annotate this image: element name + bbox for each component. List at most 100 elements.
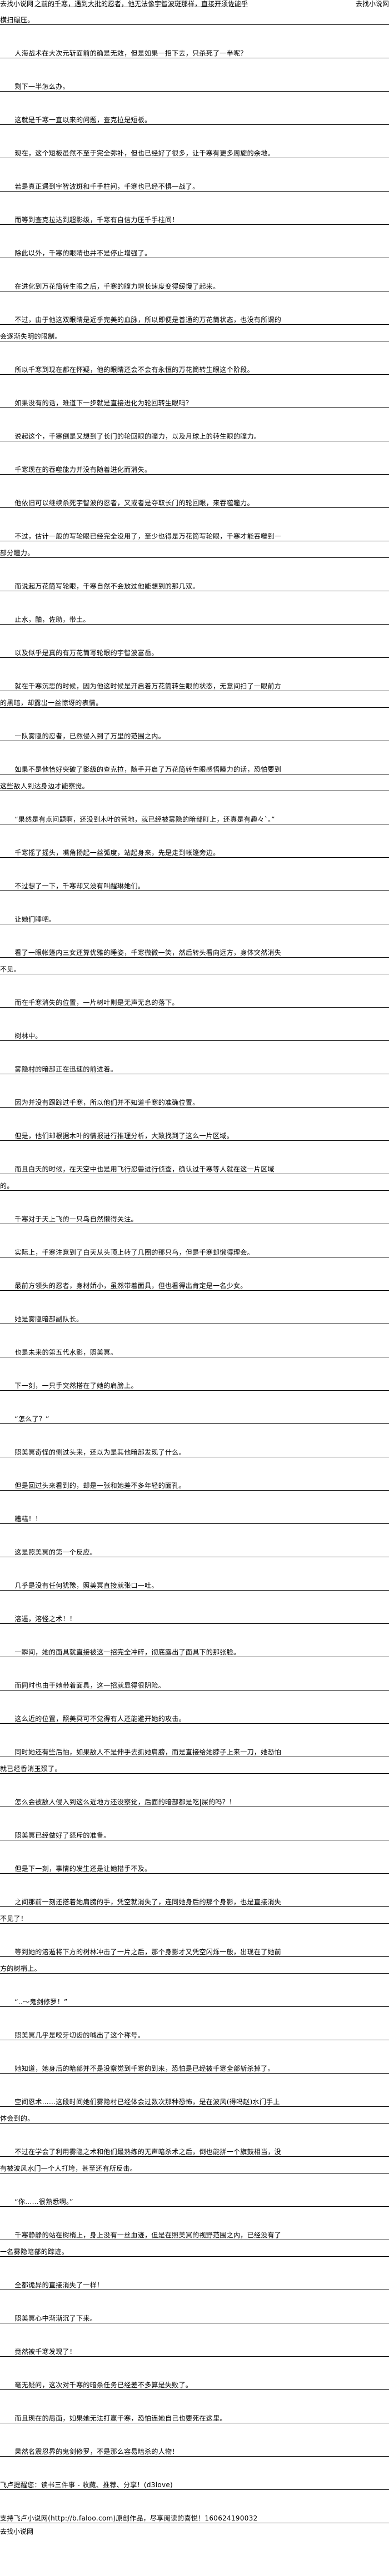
paragraph: 而等到查克拉达到超影级，千寒有自信力压千手柱间！ [0,208,389,225]
paragraph: 几乎是没有任何犹豫，照美冥直接就张口一吐。 [0,1574,389,1591]
paragraph: 实际上，千寒注意到了白天从头顶上转了几圈的那只鸟，但是千寒却懒得理会。 [0,1241,389,1257]
paragraph: 千寒现在的吞噬能力并没有随着进化而消失。 [0,458,389,475]
paragraph: 糟糕！！ [0,1507,389,1524]
chapter-body: 人海战术在大次元斩面前的确是无效，但是如果一招下去，只杀死了一半呢？ 剩下一半怎么… [0,42,389,2457]
paragraph-text: 而且现在的局面，如果她无法打赢千寒，恐怕连她自己也要死在这里。 [14,2414,227,2422]
paragraph: 空间忍术……这段时间她们雾隐村已经体会过数次那种恐怖，是在波风(得吗赵)水门手上… [0,2090,389,2124]
paragraph-text: 不过，估计一般的写轮眼已经完全没用了，至少也得是万花筒写轮眼，千寒才能吞噬到一部… [0,532,282,557]
paragraph-text: 如果不是他恰好突破了影级的查克拉，随手开启了万花筒转生眼感悟瞳力的话，恐怕要到这… [0,766,282,790]
paragraph: 照美冥奇怪的侧过头来，还以为是其他暗部发现了什么。 [0,1441,389,1457]
paragraph-text: 溶遁，溶怪之术！！ [14,1615,77,1623]
header-continuation: 横扫碾压。 [0,8,389,25]
paragraph-text: 让她们睡吧。 [14,915,56,923]
paragraph: 说起这个，千寒倒是又想到了长门的轮回眼的瞳力，以及月球上的转生眼的瞳力。 [0,425,389,441]
paragraph: 这么近的位置，照美冥可不觉得有人还能避开她的攻击。 [0,1707,389,1724]
paragraph-text: 而在千寒消失的位置，一片树叶则是无声无息的落下。 [14,999,179,1007]
paragraph: 而说起万花筒写轮眼，千寒自然不会放过他能想到的那几双。 [0,575,389,591]
paragraph-text: 一队雾隐的忍者，已然侵入到了万里的范围之内。 [14,732,165,740]
paragraph-text: 照美冥心中渐渐沉了下来。 [14,2315,97,2322]
paragraph-text: 不过在学会了利用雾隐之术和他们最熟练的无声暗杀术之后，倒也能拼一个旗鼓相当，没有… [0,2148,282,2172]
paragraph-text: 这么近的位置，照美冥可不觉得有人还能避开她的攻击。 [14,1715,186,1723]
paragraph-text: 就在千寒沉思的时候，因为他这时候是开启着万花筒转生眼的状态，无意间扫了一眼前方的… [0,682,282,707]
paragraph-text: 同时她还有些后怕，如果敌人不是伸手去抓她肩膀，而是直接给她脖子上来一刀，她恐怕就… [0,1748,282,1773]
paragraph-text: 雾隐村的暗部正在迅速的前进着。 [14,1065,117,1073]
paragraph: 照美冥几乎是咬牙切齿的喊出了这个称号。 [0,2024,389,2040]
paragraph: 下一刻，一只手突然搭在了她的肩膀上。 [0,1374,389,1391]
paragraph-text: 而说起万花筒写轮眼，千寒自然不会放过他能想到的那几双。 [14,582,200,590]
paragraph-text: “‥～鬼剑修罗！” [14,1998,68,2006]
paragraph: 除此以外，千寒的眼睛也并不是停止增强了。 [0,242,389,258]
paragraph: 他依旧可以继续杀死宇智波的忍者，又或者是夺取长门的轮回眼，来吞噬瞳力。 [0,491,389,508]
paragraph: 照美冥心中渐渐沉了下来。 [0,2307,389,2323]
paragraph: 不过，由于他这双眼睛是近乎完美的血脉，所以即便是普通的万花筒状态，也没有所谓的会… [0,308,389,341]
paragraph-text: “果然是有点问题啊，还没到木叶的营地，就已经被雾隐的暗部盯上，还真是有趣々`。” [14,816,275,823]
paragraph-text: 因为并没有跟踪过千寒，所以他们并不知道千寒的准确位置。 [14,1099,200,1106]
paragraph-text: 看了一眼帐篷内三女还算优雅的睡姿，千寒微微一笑，然后转头看向远方，身体突然消失不… [0,949,282,973]
paragraph-text: 千寒对于天上飞的一只鸟自然懒得关注。 [14,1215,138,1223]
paragraph: 所以千寒到现在都在怀疑，他的眼睛还会不会有永恒的万花筒转生眼这个阶段。 [0,358,389,375]
paragraph: 若是真正遇到宇智波斑和千手柱间，千寒也已经不惧一战了。 [0,175,389,192]
paragraph: “你……很熟悉啊。” [0,2190,389,2207]
paragraph-text: 果然名震忍界的鬼剑修罗，不是那么容易暗杀的人物！ [14,2448,179,2456]
paragraph-text: 之间那前一刻还搭着她肩膀的手，凭空就消失了，连同她身后的那个身影，也是直接消失不… [0,1898,282,1923]
paragraph: 因为并没有跟踪过千寒，所以他们并不知道千寒的准确位置。 [0,1091,389,1108]
paragraph-text: 实际上，千寒注意到了白天从头顶上转了几圈的那只鸟，但是千寒却懒得理会。 [14,1249,254,1256]
site-name-right: 去找小说网 [355,0,389,8]
paragraph: 而且白天的时候，在天空中也是用飞行忍兽进行侦查，确认过千寒等人就在这一片区域的。 [0,1158,389,1191]
paragraph: 但是回过头来看到的，却是一张和她差不多年轻的面孔。 [0,1474,389,1491]
paragraph-text: 怎么会被敌人侵入到这么近地方还没察觉，后面的暗部都是吃|屎的吗？！ [14,1798,236,1806]
paragraph: 竟然被千寒发现了！ [0,2340,389,2357]
paragraph: 这就是千寒一直以来的问题，查克拉是短板。 [0,108,389,125]
paragraph-text: 一瞬间，她的面具就直接被这一招完全冲碎，彻底露出了面具下的那张脸。 [14,1648,241,1656]
paragraph-text: 等到她的溶遁将下方的树林冲击了一片之后，那个身影才又凭空闪烁一般，出现在了她前方… [0,1948,282,1973]
paragraph-text: 以及似乎是真的有万花筒写轮眼的宇智波富岳。 [14,649,158,657]
footer-site-name: 去找小说网 [0,2528,34,2535]
paragraph-text: 止水，鼬，佐助，带土。 [14,616,90,623]
paragraph-text: 人海战术在大次元斩面前的确是无效，但是如果一招下去，只杀死了一半呢？ [14,49,247,57]
paragraph: 她知道，她身后的暗部并不是没察觉到千寒的到来，恐怕是已经被千寒全部斩杀掉了。 [0,2057,389,2074]
paragraph: 之间那前一刻还搭着她肩膀的手，凭空就消失了，连同她身后的那个身影，也是直接消失不… [0,1890,389,1924]
paragraph-text: 而同时也由于她带着面具，这一招就显得很阴险。 [14,1682,165,1689]
paragraph: 而且现在的局面，如果她无法打赢千寒，恐怕连她自己也要死在这里。 [0,2407,389,2423]
paragraph-text: 这就是千寒一直以来的问题，查克拉是短板。 [14,116,152,124]
paragraph-text: 而且白天的时候，在天空中也是用飞行忍兽进行侦查，确认过千寒等人就在这一片区域的。 [0,1165,275,1190]
paragraph: 而同时也由于她带着面具，这一招就显得很阴险。 [0,1674,389,1690]
paragraph-text: 不过想了一下，千寒却又没有叫醒琳她们。 [14,882,145,890]
paragraph-text: 说起这个，千寒倒是又想到了长门的轮回眼的瞳力，以及月球上的转生眼的瞳力。 [14,432,261,440]
paragraph: 雾隐村的暗部正在迅速的前进着。 [0,1058,389,1074]
paragraph: 果然名震忍界的鬼剑修罗，不是那么容易暗杀的人物！ [0,2440,389,2457]
paragraph-text: 所以千寒到现在都在怀疑，他的眼睛还会不会有永恒的万花筒转生眼这个阶段。 [14,366,254,374]
paragraph: 剩下一半怎么办。 [0,75,389,92]
paragraph: 溶遁，溶怪之术！！ [0,1607,389,1624]
paragraph-text: “怎么了？” [14,1415,49,1423]
paragraph: 怎么会被敌人侵入到这么近地方还没察觉，后面的暗部都是吃|屎的吗？！ [0,1790,389,1807]
paragraph: 同时她还有些后怕，如果敌人不是伸手去抓她肩膀，而是直接给她脖子上来一刀，她恐怕就… [0,1740,389,1774]
paragraph: 也是未来的第五代水影，照美冥。 [0,1341,389,1357]
site-name-left: 去找小说网 [0,0,34,8]
paragraph: 看了一眼帐篷内三女还算优雅的睡姿，千寒微微一笑，然后转头看向远方，身体突然消失不… [0,941,389,974]
paragraph-text: 树林中。 [14,1032,42,1040]
paragraph: 以及似乎是真的有万花筒写轮眼的宇智波富岳。 [0,641,389,658]
paragraph-text: 最前方领头的忍者，身材娇小，虽然带着面具，但也看得出肯定是一名少女。 [14,1282,247,1290]
paragraph: 但是，他们却根据木叶的情报进行推理分析，大致找到了这么一片区域。 [0,1124,389,1141]
paragraph-text: 千寒现在的吞噬能力并没有随着进化而消失。 [14,466,152,474]
paragraph: 现在，这个短板虽然不至于完全弥补，但也已经好了很多，让千寒有更多周旋的余地。 [0,142,389,158]
paragraph: 全都诡异的直接消失了一样！ [0,2273,389,2290]
paragraph: “怎么了？” [0,1407,389,1424]
paragraph-text: 照美冥已经做好了怒斥的准备。 [14,1832,111,1839]
paragraph-text: 她知道，她身后的暗部并不是没察觉到千寒的到来，恐怕是已经被千寒全部斩杀掉了。 [14,2065,275,2072]
paragraph-text: 现在，这个短板虽然不至于完全弥补，但也已经好了很多，让千寒有更多周旋的余地。 [14,149,275,157]
paragraph: 树林中。 [0,1024,389,1041]
paragraph-text: 但是，他们却根据木叶的情报进行推理分析，大致找到了这么一片区域。 [14,1132,233,1140]
paragraph: 照美冥已经做好了怒斥的准备。 [0,1824,389,1840]
paragraph-text: 若是真正遇到宇智波斑和千手柱间，千寒也已经不惧一战了。 [14,183,200,190]
paragraph: 千寒对于天上飞的一只鸟自然懒得关注。 [0,1208,389,1224]
paragraph-text: 照美冥几乎是咬牙切齿的喊出了这个称号。 [14,2031,145,2039]
paragraph: 等到她的溶遁将下方的树林冲击了一片之后，那个身影才又凭空闪烁一般，出现在了她前方… [0,1940,389,1974]
paragraph: 如果不是他恰好突破了影级的查克拉，随手开启了万花筒转生眼感悟瞳力的话，恐怕要到这… [0,758,389,791]
paragraph: 不过在学会了利用雾隐之术和他们最熟练的无声暗杀术之后，倒也能拼一个旗鼓相当，没有… [0,2140,389,2174]
page-header: 去找小说网之前的千寒，遇到大批的忍者，他无法像宇智波斑那样，直接开须佐能乎去找小… [0,0,389,8]
paragraph: 最前方领头的忍者，身材娇小，虽然带着面具，但也看得出肯定是一名少女。 [0,1274,389,1291]
paragraph-text: 他依旧可以继续杀死宇智波的忍者，又或者是夺取长门的轮回眼，来吞噬瞳力。 [14,499,254,507]
